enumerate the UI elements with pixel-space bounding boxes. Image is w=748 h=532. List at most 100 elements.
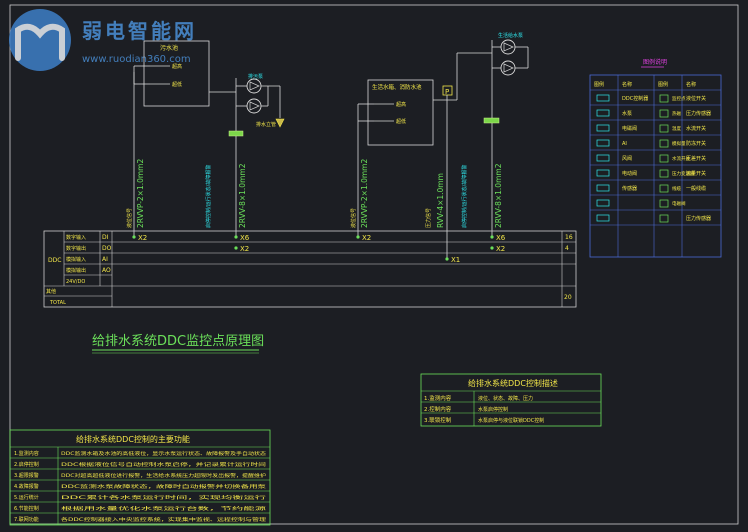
ddc-group-label: DDC [48,257,61,264]
watermark-site-url: www.ruodian360.com [82,54,191,65]
function-text: DDC监测水箱及水池的高低液位，显示水泵运行状态、故障报警及手自动状态 [61,450,267,457]
ddc-total-label: TOTAL [49,300,66,306]
function-item: 1.监测内容 [14,450,39,457]
ddc-row-name: 模拟输出 [66,267,86,274]
ddc-row-code: AI [102,256,108,263]
left-valve-label: 排水立管 [256,121,276,128]
legend-symbol-icon [659,214,669,223]
ddc-marker-label: X6 [240,234,250,242]
legend-name: 水流开关 [686,125,706,132]
function-item: 3.超限报警 [14,472,39,479]
ddc-marker-dot [490,246,494,250]
ddc-row-total: 16 [565,234,573,241]
ddc-row-code: AO [102,267,111,274]
legend-name: 模拟量 [672,140,686,147]
watermark-logo: 弱电智能网 www.ruodian360.com [9,9,194,71]
legend-name: 风阀 [622,155,632,162]
function-item: 6.节能控制 [14,505,39,512]
function-text: DDC累计各水泵运行时间，实现均衡运行 [61,494,268,501]
legend-name: 液位开关 [686,95,706,102]
legend-name: 流量开关 [686,170,706,177]
control-desc-text: 液位、状态、故障、压力 [478,395,533,402]
function-item: 7.联网功能 [14,516,39,523]
control-desc-title: 给排水系统DDC控制描述 [468,378,558,388]
legend-symbol-icon [596,199,610,207]
ddc-row-name: 数字输出 [66,245,86,252]
ddc-row-name: 24V/DO [66,279,85,285]
legend-name: AI [622,141,627,147]
legend-name: 水流开关 [672,155,690,162]
function-text: 各DDC控制器接入中央监控系统，实现集中监视、远程控制与管理 [61,516,267,523]
legend-symbol-icon [659,139,669,148]
right-control-cable: 2RVV-8×1.0mm2 [494,163,503,228]
right-control-tag: 启停控制/运行状态/故障报警 [461,165,468,228]
diagram-title: 给排水系统DDC监控点原理图 [92,334,264,349]
legend-header: 图例 [658,81,668,88]
ddc-row-name: 模拟输入 [66,256,86,263]
control-desc-text: 水泵启停控制 [478,406,508,413]
water-tank-box [367,79,434,146]
left-box-row-1: 超高 [172,63,182,70]
legend-symbol-icon [659,109,669,118]
legend-symbol-icon [659,94,669,103]
control-desc-item: 1.监测内容 [424,394,452,402]
legend-name: 监控点 [672,95,686,102]
right-signal-cable: 2RVVP-2×1.0mm2 [360,159,369,228]
ddc-marker-label: X6 [496,234,506,242]
legend-panel: 图例说明 图例名称图例名称DDC控制器监控点液位开关水泵热磁压力传感器电磁阀温度… [589,58,722,258]
legend-name: 压力变送器 [672,170,695,177]
ddc-extra-row: 其他 [46,288,56,295]
legend-symbol-icon [596,124,610,132]
drawing-frame [9,4,739,525]
legend-symbol-icon [596,139,610,147]
function-item: 5.运行统计 [14,494,39,501]
control-desc-table: 给排水系统DDC控制描述 1.监测内容液位、状态、故障、压力2.控制内容水泵启停… [420,373,602,427]
ddc-marker-label: X2 [496,245,505,253]
legend-symbol-icon [659,169,669,178]
legend-title: 图例说明 [643,58,667,66]
legend-name: 线缆 [672,185,681,192]
ddc-marker-dot [445,257,449,261]
p-mark: P [445,88,449,96]
left-pump-label: 排污泵 [248,73,263,80]
ddc-row-code: DO [102,245,112,252]
left-signal-tag: 液位信号 [126,208,133,228]
control-desc-text: 水泵启停与液位联锁DDC控制 [478,417,544,424]
control-desc-item: 3.联锁控制 [424,416,452,424]
pressure-sensor-icon [442,85,453,96]
legend-name: 温度 [672,125,681,132]
right-pump-label: 生活给水泵 [498,32,523,39]
legend-symbol-icon [659,154,669,163]
legend-name: 一般线缆 [686,185,706,192]
legend-name: 压力传感器 [686,215,711,222]
legend-name: 电磁阀 [672,200,686,207]
legend-symbol-icon [596,94,610,102]
functions-rows: 1.监测内容 DDC监测水箱及水池的高低液位，显示水泵运行状态、故障报警及手自动状… [10,450,270,525]
legend-name: 热磁 [672,110,681,117]
legend-symbol-icon [659,184,669,193]
legend-name: DDC控制器 [622,95,648,102]
ddc-marker-dot [234,235,238,239]
legend-symbol-icon [596,154,610,162]
legend-header: 名称 [622,81,632,88]
ddc-marker-dot [132,235,136,239]
legend-name: 传感器 [622,185,637,192]
legend-header: 图例 [594,81,604,88]
legend-symbol-icon [659,124,669,133]
left-signal-cable: 2RVVP-2×1.0mm2 [136,159,145,228]
sewage-pit-box [143,40,210,107]
ddc-marker-label: X1 [451,256,460,264]
legend-name: 电动阀 [622,170,637,177]
ddc-marker-label: X2 [240,245,249,253]
function-item: 2.启停控制 [14,461,39,468]
left-unit: 污水池 超高 超低 排污泵 排水立管 2RVVP-2×1.0mm2 液位信号 2… [126,40,285,236]
legend-name: 水泵 [622,110,632,117]
right-control-box-icon [483,117,500,124]
left-control-cable: 2RVV-8×1.0mm2 [238,163,247,228]
right-box-row-2: 超低 [396,118,406,125]
left-control-tag: 启停控制/运行状态/故障报警 [205,165,212,228]
